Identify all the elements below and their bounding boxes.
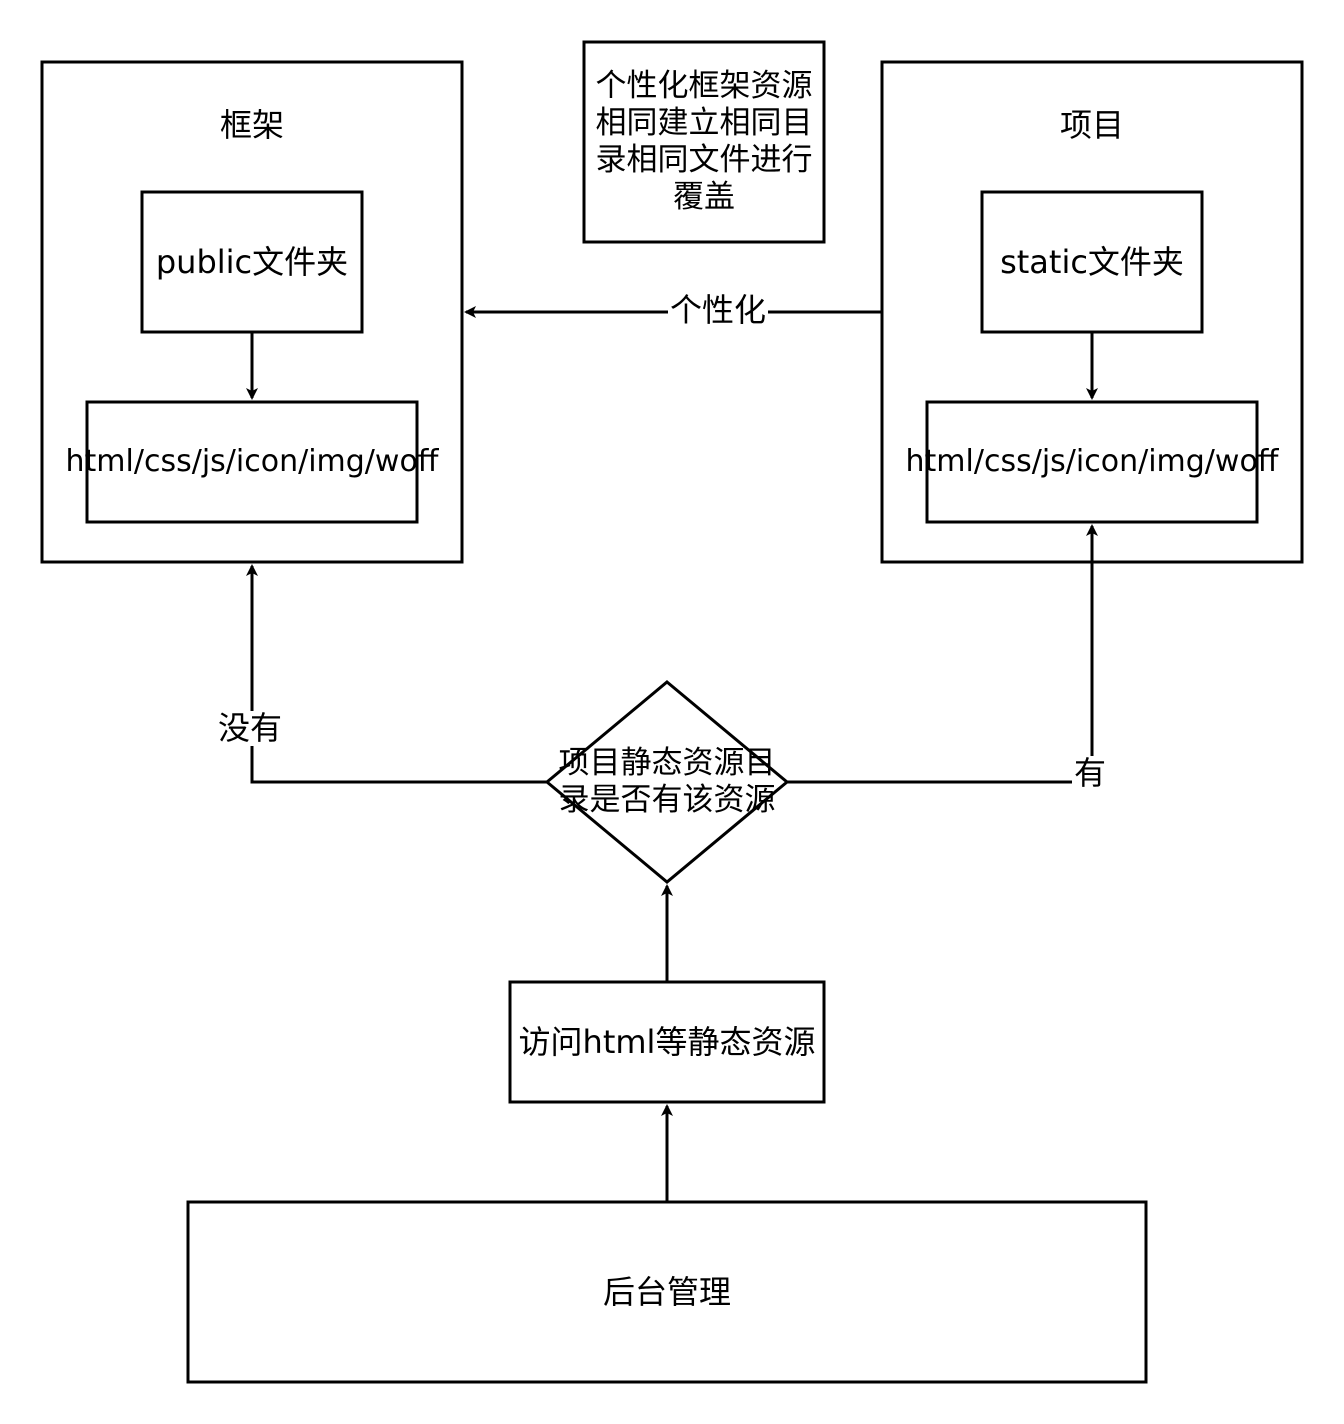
decision-label: 项目静态资源目录是否有该资源	[558, 744, 776, 818]
edge-label-no: 没有	[216, 709, 285, 747]
note-box	[582, 40, 826, 244]
project-static-box	[980, 190, 1204, 334]
access-box	[508, 980, 826, 1104]
project-title: 项目	[1059, 105, 1124, 144]
project-static-label: static文件夹	[1000, 242, 1184, 281]
admin-label: 后台管理	[602, 1272, 731, 1311]
edge-label-yes: 有	[1072, 754, 1109, 792]
framework-assets-box	[85, 400, 419, 524]
framework-title: 框架	[219, 105, 284, 144]
edge-no	[246, 564, 547, 784]
framework-public-label: public文件夹	[155, 242, 349, 281]
access-label: 访问html等静态资源	[518, 1022, 816, 1061]
project-assets-label: html/css/js/icon/img/woff	[905, 443, 1279, 479]
edge-yes	[787, 524, 1098, 784]
project-assets-box	[925, 400, 1259, 524]
admin-box	[186, 1200, 1148, 1384]
note-text: 个性化框架资源相同建立相同目录相同文件进行覆盖	[595, 67, 813, 216]
framework-public-box	[140, 190, 364, 334]
framework-assets-label: html/css/js/icon/img/woff	[65, 443, 439, 479]
edge-label-personalize: 个性化	[668, 291, 769, 329]
decision-diamond	[544, 680, 790, 884]
